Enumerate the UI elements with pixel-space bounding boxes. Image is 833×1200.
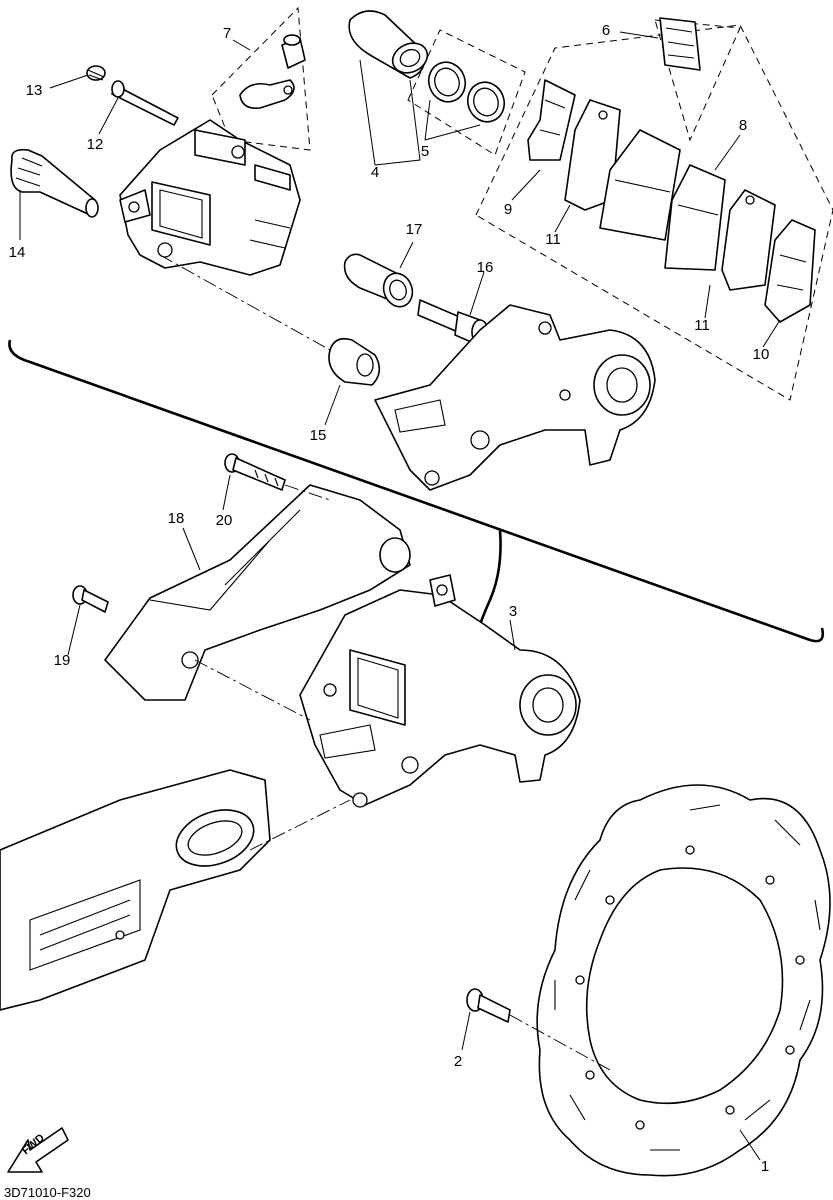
caliper-assembly-3 (299, 574, 581, 808)
bushing-17 (343, 253, 414, 308)
callout-part-18: 18 (167, 510, 185, 527)
callout-part-8: 8 (738, 117, 748, 134)
caliper-bracket-upper (374, 304, 656, 491)
brake-disc-1 (536, 784, 831, 1177)
center-line-bolt2 (509, 1014, 611, 1071)
callout-part-4: 4 (370, 164, 380, 181)
disc-bolt-2 (466, 988, 511, 1023)
kit-box-6 (654, 19, 741, 142)
pad-spring-9 (527, 79, 576, 161)
callout-part-16: 16 (476, 259, 494, 276)
piston-4 (348, 10, 429, 79)
callout-part-13: 13 (25, 82, 43, 99)
callout-part-7: 7 (222, 25, 232, 42)
assembly-bracket-stem (478, 529, 502, 626)
collar-15 (328, 337, 381, 386)
assembly-bracket-line (8, 339, 825, 643)
brake-pad-11-c (721, 189, 776, 291)
center-line-swingarm (249, 799, 351, 851)
callout-part-12: 12 (86, 136, 104, 153)
callout-part-2: 2 (453, 1053, 463, 1070)
brake-pad-11-a (564, 99, 621, 211)
center-line-bolt20 (284, 484, 331, 501)
center-line-caliper (159, 254, 331, 351)
caliper-guard-18 (104, 484, 411, 701)
callout-part-10: 10 (752, 346, 770, 363)
bolt-20 (224, 453, 286, 491)
kit-box-7 (211, 6, 311, 151)
callout-part-19: 19 (53, 652, 71, 669)
leader-lines (19, 31, 781, 1161)
drawing-code: 3D71010-F320 (4, 1185, 91, 1200)
caliper-body-upper (119, 119, 301, 276)
callout-part-9: 9 (503, 201, 513, 218)
callout-part-14: 14 (8, 244, 26, 261)
callout-part-5: 5 (420, 143, 430, 160)
brake-pad-11-backing (599, 129, 681, 241)
slide-pin-14 (10, 148, 99, 218)
pad-spring-10 (764, 219, 816, 323)
callout-part-6: 6 (601, 22, 611, 39)
kit-box-5 (407, 29, 526, 156)
bleed-cap-13 (86, 65, 106, 81)
callout-part-20: 20 (215, 512, 233, 529)
fwd-arrow-icon (7, 1127, 69, 1173)
callout-part-3: 3 (508, 603, 518, 620)
center-line-guard (194, 659, 311, 721)
bolt-19 (72, 585, 109, 613)
callout-part-11-a: 11 (545, 231, 561, 248)
bleed-screw-7 (239, 34, 306, 110)
pad-shim-6 (659, 17, 701, 71)
piston-seals-5 (427, 61, 506, 123)
pad-pin-12 (111, 80, 179, 126)
callout-part-17: 17 (405, 221, 423, 238)
swingarm (0, 769, 271, 1011)
callout-part-15: 15 (309, 427, 327, 444)
brake-pad-11-b (664, 164, 726, 271)
callout-part-1: 1 (760, 1158, 770, 1175)
kit-box-8 (475, 24, 833, 401)
callout-part-11-b: 11 (694, 317, 710, 334)
